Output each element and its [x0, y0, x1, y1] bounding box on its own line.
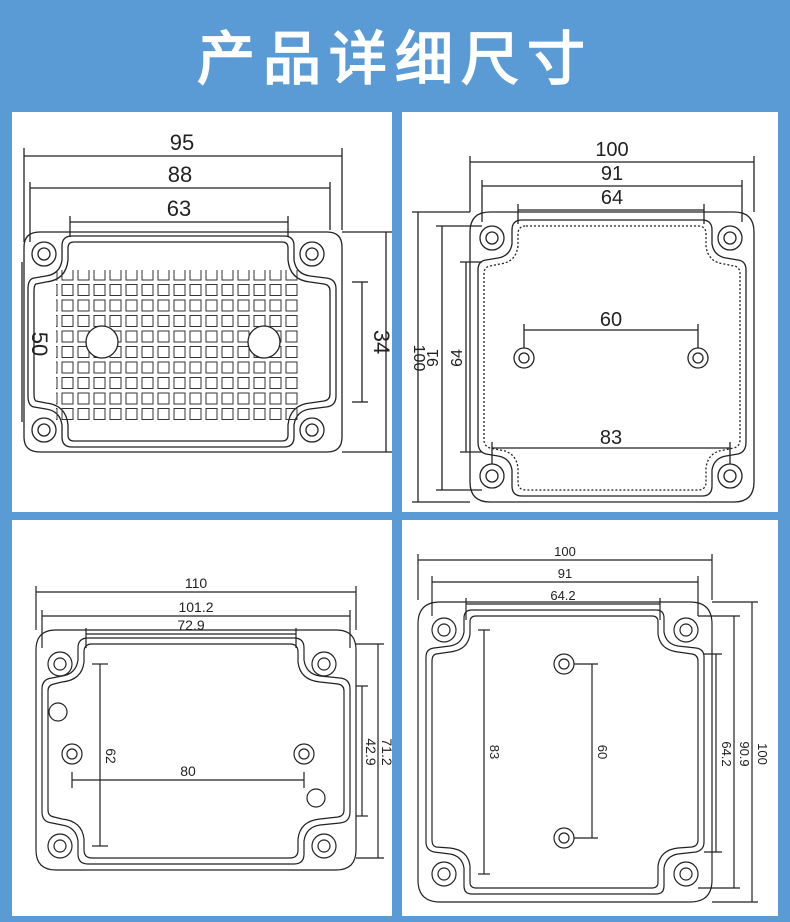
- dim-width-outer: 100: [595, 139, 628, 161]
- diagram-top-right-drawing: 100 91 64 60 83 100 91 64: [410, 139, 755, 503]
- diagram-bottom-right: 100 91 64.2 83 60 64.2 90.9 100: [402, 520, 778, 916]
- page-title: 产品详细尺寸: [196, 25, 593, 93]
- dim-width-mid: 91: [558, 566, 572, 581]
- dim-hole-spacing: 80: [180, 763, 196, 779]
- dim-width-inner: 63: [167, 196, 191, 221]
- dim-width-outer: 100: [554, 544, 576, 559]
- dim-hole-spacing: 60: [600, 309, 622, 331]
- dim-height-left: 50: [27, 332, 52, 356]
- dim-width-inner: 64: [601, 187, 623, 209]
- dim-width-outer: 95: [170, 130, 194, 155]
- header-banner: 产品详细尺寸: [0, 0, 790, 108]
- diagram-bottom-left: 110 101.2 72.9 80 62 42.9 71.2: [12, 520, 392, 916]
- dim-width-outer: 110: [185, 575, 208, 591]
- dim-width-mid: 88: [168, 162, 192, 187]
- dim-height-right-outer: 71.2: [379, 738, 392, 765]
- dim-height-outer: 100: [410, 345, 427, 372]
- dim-width-mid: 91: [601, 163, 623, 185]
- diagram-top-left-drawing: 95 88 63 50 34: [21, 130, 392, 453]
- dim-height-right-3: 100: [755, 743, 770, 765]
- diagram-bottom-left-drawing: 110 101.2 72.9 80 62 42.9 71.2: [35, 575, 392, 871]
- diagram-top-right: 100 91 64 60 83 100 91 64: [402, 112, 778, 512]
- dim-height-hole: 60: [595, 745, 610, 759]
- dim-height-right-inner: 42.9: [363, 738, 379, 765]
- dim-width-mid: 101.2: [178, 599, 213, 615]
- dim-height-right: 34: [369, 330, 392, 354]
- diagram-top-left: 95 88 63 50 34: [12, 112, 392, 512]
- dim-height-inner: 64: [449, 349, 466, 367]
- dim-height-mid: 91: [425, 349, 442, 367]
- diagram-bottom-right-drawing: 100 91 64.2 83 60 64.2 90.9 100: [417, 544, 770, 903]
- dim-height-left: 62: [103, 748, 119, 764]
- dim-height-left: 83: [487, 745, 502, 759]
- dim-width-inner: 72.9: [177, 617, 204, 633]
- dim-height-right-2: 90.9: [737, 741, 752, 766]
- dim-width-inner: 64.2: [550, 588, 575, 603]
- dim-height-right-1: 64.2: [719, 741, 734, 766]
- dim-bottom-spacing: 83: [600, 427, 622, 449]
